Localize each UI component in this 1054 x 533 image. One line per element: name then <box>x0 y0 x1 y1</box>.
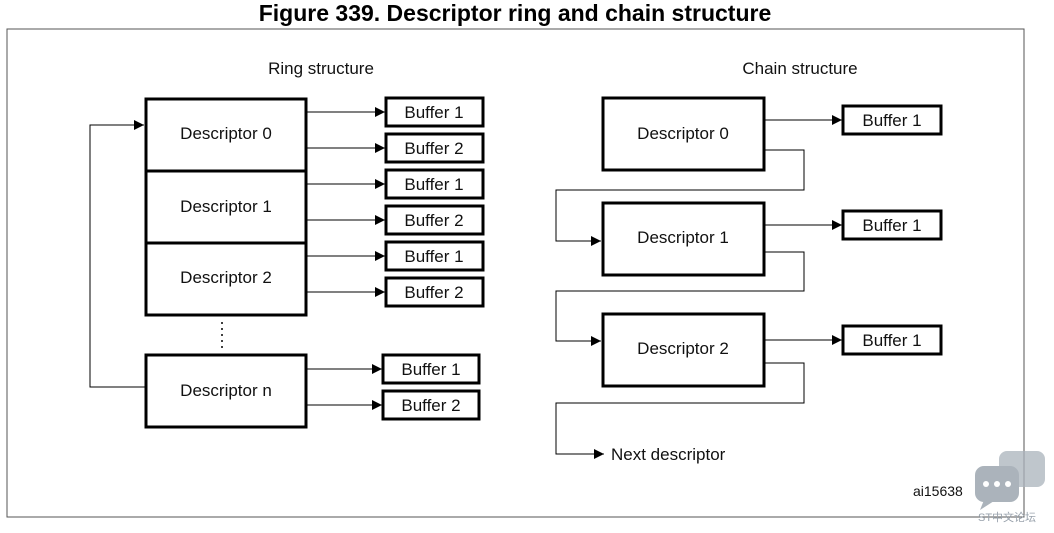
chain-link-1-2-arrow <box>555 251 805 346</box>
chain-d0-buffer-1 <box>841 104 943 136</box>
chain-structure-label: Chain structure <box>742 59 857 78</box>
ring-descriptor-0: Descriptor 0 <box>144 97 308 173</box>
figure-title: Figure 339. Descriptor ring and chain st… <box>259 0 772 26</box>
ring-d0-buffer-2-label: Buffer 2 <box>404 139 463 158</box>
ring-d1-buffer-1-label: Buffer 1 <box>404 175 463 194</box>
ring-descriptor-1: Descriptor 1 <box>144 169 308 245</box>
chain-link-next-arrow <box>555 362 805 459</box>
ring-d0-buffer-1 <box>384 96 485 128</box>
figure-frame <box>6 28 1025 518</box>
ring-descriptor-1-label: Descriptor 1 <box>180 197 272 216</box>
ring-d1-buffer-2 <box>384 204 485 236</box>
ring-dn-buffer-1 <box>381 353 481 385</box>
ring-d2-buffer-1-label: Buffer 1 <box>404 247 463 266</box>
ring-d1-buffer-2-label: Buffer 2 <box>404 211 463 230</box>
figure-id: ai15638 <box>913 483 963 499</box>
ring-descriptor-0-label: Descriptor 0 <box>180 124 272 143</box>
ring-d1-buffer-1 <box>384 168 485 200</box>
ring-descriptor-n-label: Descriptor n <box>180 381 272 400</box>
chat-bubble-icon <box>975 451 1045 510</box>
ring-d0-buffer-2 <box>384 132 485 164</box>
ring-structure-label: Ring structure <box>268 59 374 78</box>
ring-dn-buffer-1-label: Buffer 1 <box>401 360 460 379</box>
chain-link-0-1-arrow <box>555 149 805 246</box>
next-descriptor-label: Next descriptor <box>611 445 726 464</box>
chain-d2-buffer-1-label: Buffer 1 <box>862 331 921 350</box>
ring-d0-buffer-1-label: Buffer 1 <box>404 103 463 122</box>
chain-descriptor-2: Descriptor 2 <box>601 312 766 388</box>
ring-descriptor-2: Descriptor 2 <box>144 241 308 317</box>
ring-d2-buffer-2 <box>384 276 485 308</box>
ring-d2-buffer-2-label: Buffer 2 <box>404 283 463 302</box>
chain-descriptor-1: Descriptor 1 <box>601 201 766 277</box>
chain-descriptor-0-label: Descriptor 0 <box>637 124 729 143</box>
watermark-text: ST中文论坛 <box>978 510 1036 524</box>
ring-descriptor-2-label: Descriptor 2 <box>180 268 272 287</box>
chain-d1-buffer-1-label: Buffer 1 <box>862 216 921 235</box>
chain-d1-buffer-1 <box>841 209 943 241</box>
ring-dn-buffer-2-label: Buffer 2 <box>401 396 460 415</box>
chain-d0-buffer-1-label: Buffer 1 <box>862 111 921 130</box>
chain-descriptor-1-label: Descriptor 1 <box>637 228 729 247</box>
chain-descriptor-0: Descriptor 0 <box>601 96 766 172</box>
ring-descriptor-n: Descriptor n <box>144 353 308 429</box>
ring-d2-buffer-1 <box>384 240 485 272</box>
ring-loopback-arrow <box>89 120 146 388</box>
chain-descriptor-2-label: Descriptor 2 <box>637 339 729 358</box>
chain-d2-buffer-1 <box>841 324 943 356</box>
ring-dn-buffer-2 <box>381 389 481 421</box>
